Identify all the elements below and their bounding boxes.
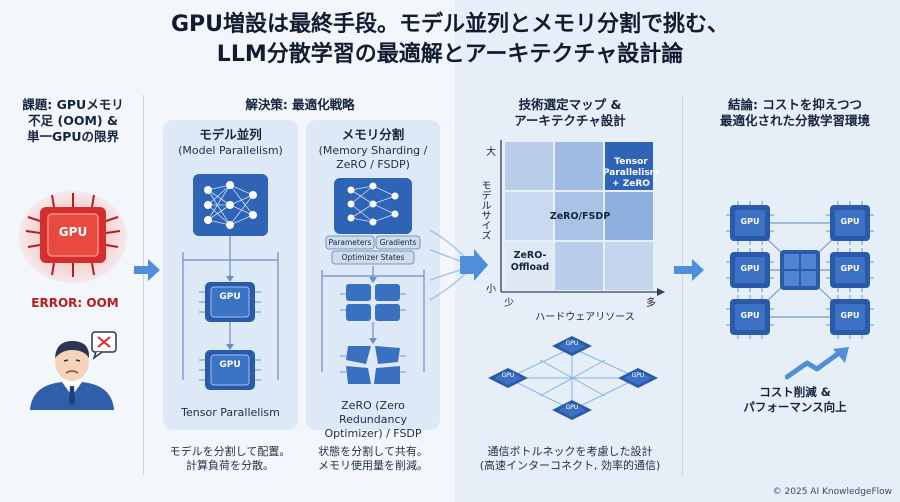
gpu-cluster-diagram — [726, 201, 874, 339]
cluster-gpu-6: GPU — [840, 311, 860, 320]
error-label: ERROR: OOM — [31, 296, 119, 310]
cluster-gpu-3: GPU — [740, 264, 760, 273]
memory-split-diagram — [321, 178, 425, 384]
model-parallel-footer: Tensor Parallelism — [181, 406, 280, 419]
x-low-label: 少 — [504, 298, 514, 309]
tag-gradients: Gradients — [379, 238, 417, 247]
title-line-1: GPU増設は最終手段。モデル並列とメモリ分割で挑む、 — [170, 12, 730, 37]
memory-split-footer: ZeRO (Zero Redundancy Optimizer) / FSDP — [324, 399, 422, 440]
cell-tensor-parallelism-zero: Tensor Parallelism + ZeRO — [602, 157, 660, 189]
model-parallel-diagram — [182, 174, 279, 390]
memory-split-title: メモリ分割 — [341, 127, 405, 142]
network-gpu-bottom: GPU — [565, 404, 579, 411]
cluster-gpu-1: GPU — [740, 217, 760, 226]
network-gpu-top: GPU — [565, 340, 579, 347]
model-parallel-gpu-1: GPU — [219, 292, 241, 302]
cell-zero-offload: ZeRO- Offload — [510, 250, 550, 273]
copyright: © 2025 AI KnowledgeFlow — [772, 487, 892, 497]
model-parallel-title: モデル並列 — [199, 127, 262, 142]
tag-optimizer-states: Optimizer States — [341, 253, 405, 262]
tech-map-heading: 技術選定マップ & アーキテクチャ設計 — [514, 97, 626, 128]
cluster-gpu-5: GPU — [740, 311, 760, 320]
flow-arrow-1 — [134, 259, 160, 281]
cluster-gpu-4: GPU — [840, 264, 860, 273]
separator — [143, 95, 144, 475]
tech-map-grid — [500, 140, 665, 296]
y-axis-label: モデルサイズ — [479, 180, 490, 240]
conclusion-caption: コスト削減 & パフォーマンス向上 — [743, 385, 847, 414]
flow-arrow-2 — [430, 229, 488, 301]
title-line-2: LLM分散学習の最適解とアーキテクチャ設計論 — [216, 42, 684, 67]
separator — [682, 95, 683, 475]
tag-parameters: Parameters — [328, 238, 372, 247]
cell-zero-fsdp: ZeRO/FSDP — [549, 211, 611, 222]
model-parallel-gpu-2: GPU — [219, 360, 241, 370]
model-parallel-subtitle: (Model Parallelism) — [178, 144, 283, 157]
cluster-gpu-2: GPU — [840, 217, 860, 226]
flow-arrow-3 — [674, 259, 704, 281]
worried-user-icon — [30, 331, 117, 410]
network-gpu-left: GPU — [501, 372, 515, 379]
problem-chip-label: GPU — [58, 225, 88, 239]
interconnect-network-diagram — [488, 336, 658, 420]
y-high-label: 大 — [486, 147, 496, 158]
tech-map-caption: 通信ボトルネックを考慮した設計 (高速インターコネクト, 効率的通信) — [479, 445, 661, 472]
network-gpu-right: GPU — [631, 372, 645, 379]
y-low-label: 小 — [486, 284, 496, 295]
solution-heading: 解決策: 最適化戦略 — [245, 97, 355, 112]
conclusion-heading: 結論: コストを抑えつつ 最適化された分散学習環境 — [719, 97, 870, 128]
growth-trend-icon — [785, 347, 849, 380]
memory-split-subtitle: (Memory Sharding / ZeRO / FSDP) — [318, 144, 428, 171]
overheating-gpu-icon — [19, 191, 127, 283]
x-high-label: 多 — [646, 298, 656, 309]
x-axis-label: ハードウェアリソース — [535, 312, 635, 323]
memory-split-caption: 状態を分割して共有。 メモリ使用量を削減。 — [318, 445, 428, 472]
problem-heading: 課題: GPUメモリ 不足 (OOM) & 単一GPUの限界 — [22, 97, 124, 144]
page-title: GPU増設は最終手段。モデル並列とメモリ分割で挑む、 LLM分散学習の最適解とア… — [0, 10, 900, 70]
model-parallel-caption: モデルを分割して配置。 計算負荷を分散。 — [169, 445, 291, 472]
